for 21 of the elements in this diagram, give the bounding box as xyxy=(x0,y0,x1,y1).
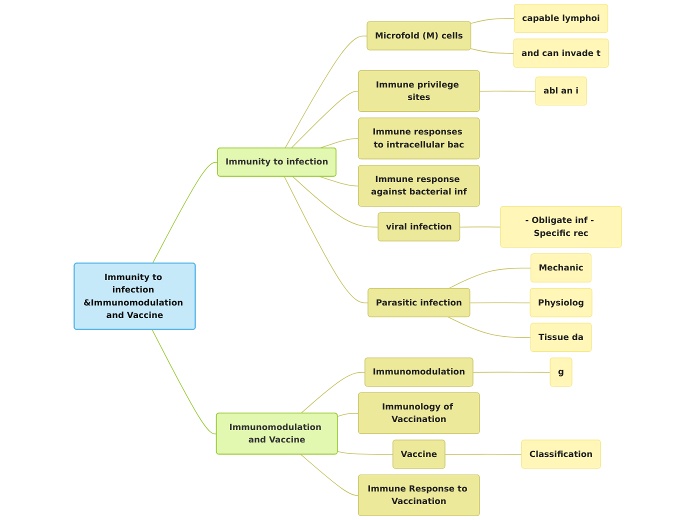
connector xyxy=(337,451,394,455)
connector xyxy=(292,176,379,228)
connector xyxy=(470,302,531,304)
connector xyxy=(284,36,368,149)
connector xyxy=(460,226,502,228)
connector xyxy=(337,412,360,417)
connector xyxy=(291,90,360,149)
connector xyxy=(300,454,360,496)
connector xyxy=(152,329,218,434)
connector xyxy=(152,162,218,264)
connector xyxy=(479,90,536,92)
connector xyxy=(448,316,532,338)
connector xyxy=(319,176,360,186)
connector xyxy=(470,18,516,24)
connector xyxy=(284,176,369,304)
connector xyxy=(300,372,366,414)
connector xyxy=(444,454,522,455)
connector xyxy=(448,268,532,290)
connector xyxy=(470,48,514,54)
connector xyxy=(472,372,551,373)
connector xyxy=(319,138,360,149)
